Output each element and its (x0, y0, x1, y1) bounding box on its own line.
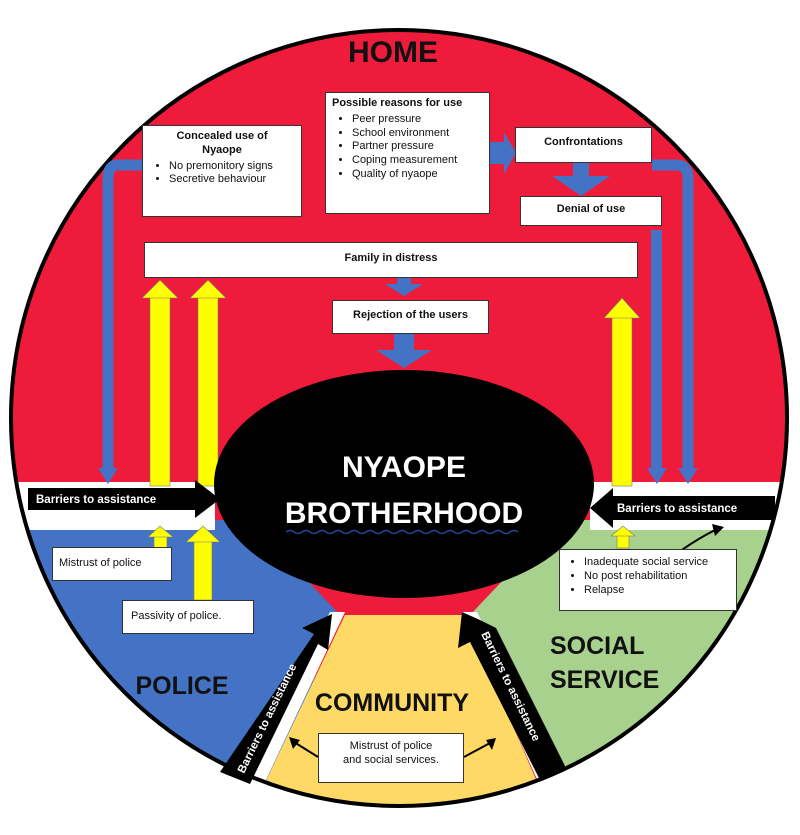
concealed-item: Secretive behaviour (169, 173, 295, 187)
social-curve-arrowhead (712, 524, 724, 536)
denial-box: Denial of use (520, 196, 662, 226)
blue-arrow-rejection-shaft (394, 334, 414, 352)
social-issue-item: Inadequate social service (584, 556, 732, 570)
blue-arrowhead-left (98, 468, 118, 484)
yellow-arrow-police-2-shaft (193, 539, 213, 601)
concealed-list: No premonitory signs Secretive behaviour (149, 160, 295, 188)
hub-title-line1: NYAOPE (342, 451, 466, 484)
blue-arrowhead-right-inner (647, 468, 667, 484)
social-issues-list: Inadequate social service No post rehabi… (564, 556, 732, 597)
yellow-arrowhead-police-2 (185, 525, 221, 543)
reasons-item: Quality of nyaope (352, 168, 483, 182)
yellow-arrow-left-1-shaft (149, 295, 171, 487)
social-issue-item: Relapse (584, 584, 732, 598)
mistrust-both-box: Mistrust of police and social services. (318, 733, 464, 783)
yellow-arrowhead-left-1 (141, 279, 179, 299)
reasons-box: Possible reasons for use Peer pressure S… (325, 92, 490, 214)
blue-arrowhead-confront (504, 132, 516, 174)
reasons-list: Peer pressure School environment Partner… (332, 113, 483, 182)
reasons-item: Peer pressure (352, 113, 483, 127)
social-issues-box: Inadequate social service No post rehabi… (559, 549, 737, 611)
yellow-arrowhead-right (603, 297, 641, 319)
mistrust-police-label: Mistrust of police (59, 557, 142, 569)
reasons-item: Partner pressure (352, 140, 483, 154)
reasons-item: Coping measurement (352, 154, 483, 168)
yellow-arrowhead-social (610, 525, 636, 537)
community-arrowhead-left (289, 737, 300, 749)
barrier-arrow-diag-left (220, 614, 332, 784)
concealed-title-line2: Nyaope (202, 143, 242, 156)
family-distress-box: Family in distress (144, 242, 638, 278)
social-issue-item: No post rehabilitation (584, 570, 732, 584)
barrier-right-label: Barriers to assistance (617, 503, 737, 515)
blue-arrowhead-denial (552, 176, 610, 196)
outer-circle (9, 28, 789, 808)
community-arrow-left-line (293, 741, 319, 758)
region-home: HOME (348, 36, 438, 69)
yellow-arrowhead-police-1 (147, 525, 174, 538)
yellow-arrow-left-2-shaft (197, 295, 219, 487)
family-label: Family in distress (344, 252, 438, 264)
barrier-arrow-diag-right (458, 612, 566, 780)
blue-arrowhead-family (385, 284, 423, 296)
concealed-title-line1: Concealed use of (176, 130, 268, 142)
blue-arrowhead-rejection (376, 350, 432, 368)
concealed-item: No premonitory signs (169, 160, 295, 174)
hub-underline (285, 529, 519, 535)
yellow-arrow-right-shaft (611, 315, 633, 487)
region-police: POLICE (135, 672, 228, 700)
hub-title-line2: BROTHERHOOD (285, 497, 523, 530)
community-arrowhead-right (486, 738, 496, 750)
barrier-left-label: Barriers to assistance (36, 494, 156, 506)
mistrust-both-line1: Mistrust of police (349, 740, 433, 752)
region-community: COMMUNITY (315, 689, 469, 717)
confrontations-box: Confrontations (515, 127, 652, 163)
reasons-title: Possible reasons for use (332, 97, 463, 109)
mistrust-police-box: Mistrust of police (52, 547, 172, 581)
hub-ellipse (214, 370, 594, 598)
denial-label: Denial of use (556, 203, 626, 215)
region-social-line1: SOCIAL (550, 632, 644, 660)
blue-arrow-to-confront (490, 142, 504, 164)
confrontations-label: Confrontations (544, 136, 623, 148)
barrier-arrow-right (590, 488, 775, 528)
blue-arrow-right-inner (651, 230, 662, 470)
blue-arrow-left (102, 159, 142, 470)
concealed-use-box: Concealed use of Nyaope No premonitory s… (142, 125, 302, 217)
blue-arrow-denial-shaft (573, 162, 589, 176)
passivity-label: Passivity of police. (131, 610, 222, 622)
reasons-item: School environment (352, 127, 483, 141)
region-social-line2: SERVICE (550, 666, 659, 694)
rejection-box: Rejection of the users (332, 300, 489, 334)
mistrust-both-line2: and social services. (343, 753, 439, 766)
yellow-arrowhead-left-2 (189, 279, 227, 299)
blue-arrowhead-right-outer (678, 468, 698, 484)
passivity-box: Passivity of police. (122, 600, 254, 634)
barrier-arrow-left (28, 480, 220, 518)
community-arrow-right-line (463, 742, 491, 758)
rejection-label: Rejection of the users (353, 309, 468, 321)
blue-arrow-right-outer (652, 159, 694, 470)
blue-arrow-family-shaft (397, 278, 411, 286)
